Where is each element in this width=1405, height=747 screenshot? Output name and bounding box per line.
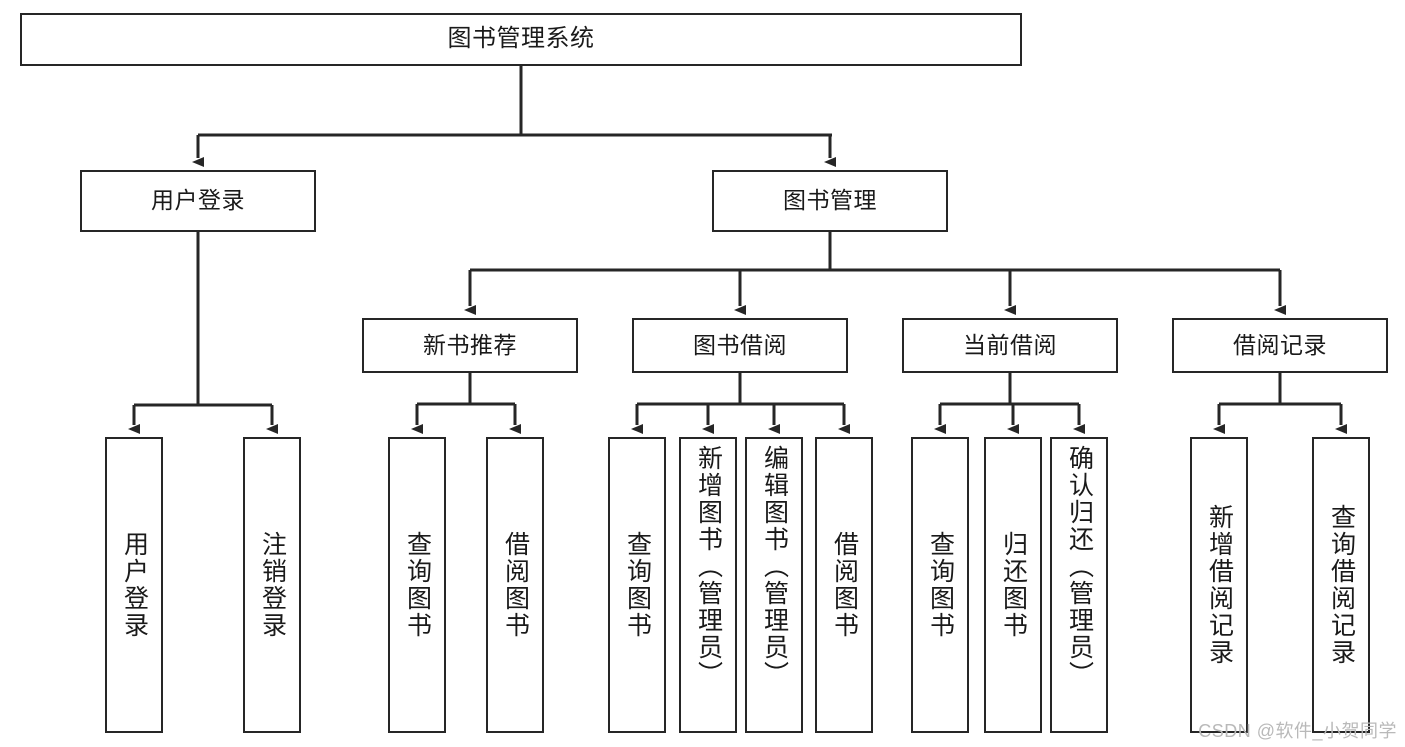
leaf-edit-book[interactable]: 编辑图书（管理员） — [745, 437, 803, 733]
leaf-add-book[interactable]: 新增图书（管理员） — [679, 437, 737, 733]
leaf-query-book-borrow[interactable]: 查询图书 — [608, 437, 666, 733]
node-label: 图书借阅 — [693, 331, 787, 358]
node-current-borrow[interactable]: 当前借阅 — [902, 318, 1118, 373]
node-label: 新增图书（管理员） — [694, 445, 723, 688]
node-label: 确认归还（管理员） — [1065, 445, 1094, 688]
node-label: 新增借阅记录 — [1205, 504, 1234, 666]
watermark-text: CSDN @软件_小贺同学 — [1198, 721, 1397, 741]
leaf-query-borrow-record[interactable]: 查询借阅记录 — [1312, 437, 1370, 733]
node-book-borrow[interactable]: 图书借阅 — [632, 318, 848, 373]
leaf-borrow-book[interactable]: 借阅图书 — [815, 437, 873, 733]
node-label: 查询图书 — [623, 531, 652, 639]
node-label: 当前借阅 — [963, 331, 1057, 358]
node-book-management[interactable]: 图书管理 — [712, 170, 948, 232]
leaf-query-book-recommend[interactable]: 查询图书 — [388, 437, 446, 733]
node-label: 用户登录 — [120, 531, 149, 639]
node-label: 图书管理 — [783, 187, 877, 214]
node-label: 用户登录 — [151, 187, 245, 214]
leaf-return-book[interactable]: 归还图书 — [984, 437, 1042, 733]
node-label: 查询借阅记录 — [1327, 504, 1356, 666]
node-label: 查询图书 — [403, 531, 432, 639]
node-new-book-recommend[interactable]: 新书推荐 — [362, 318, 578, 373]
leaf-borrow-book-recommend[interactable]: 借阅图书 — [486, 437, 544, 733]
node-label: 借阅图书 — [501, 531, 530, 639]
leaf-user-logout[interactable]: 注销登录 — [243, 437, 301, 733]
node-label: 新书推荐 — [423, 331, 517, 358]
node-label: 归还图书 — [999, 531, 1028, 639]
node-user-login[interactable]: 用户登录 — [80, 170, 316, 232]
node-borrow-record[interactable]: 借阅记录 — [1172, 318, 1388, 373]
leaf-query-book-current[interactable]: 查询图书 — [911, 437, 969, 733]
node-root-system[interactable]: 图书管理系统 — [20, 13, 1022, 66]
node-label: 图书管理系统 — [447, 25, 595, 53]
node-label: 借阅记录 — [1233, 331, 1327, 358]
node-label: 注销登录 — [258, 531, 287, 639]
leaf-user-login[interactable]: 用户登录 — [105, 437, 163, 733]
node-label: 查询图书 — [926, 531, 955, 639]
leaf-confirm-return[interactable]: 确认归还（管理员） — [1050, 437, 1108, 733]
leaf-add-borrow-record[interactable]: 新增借阅记录 — [1190, 437, 1248, 733]
node-label: 编辑图书（管理员） — [760, 445, 789, 688]
node-label: 借阅图书 — [830, 531, 859, 639]
